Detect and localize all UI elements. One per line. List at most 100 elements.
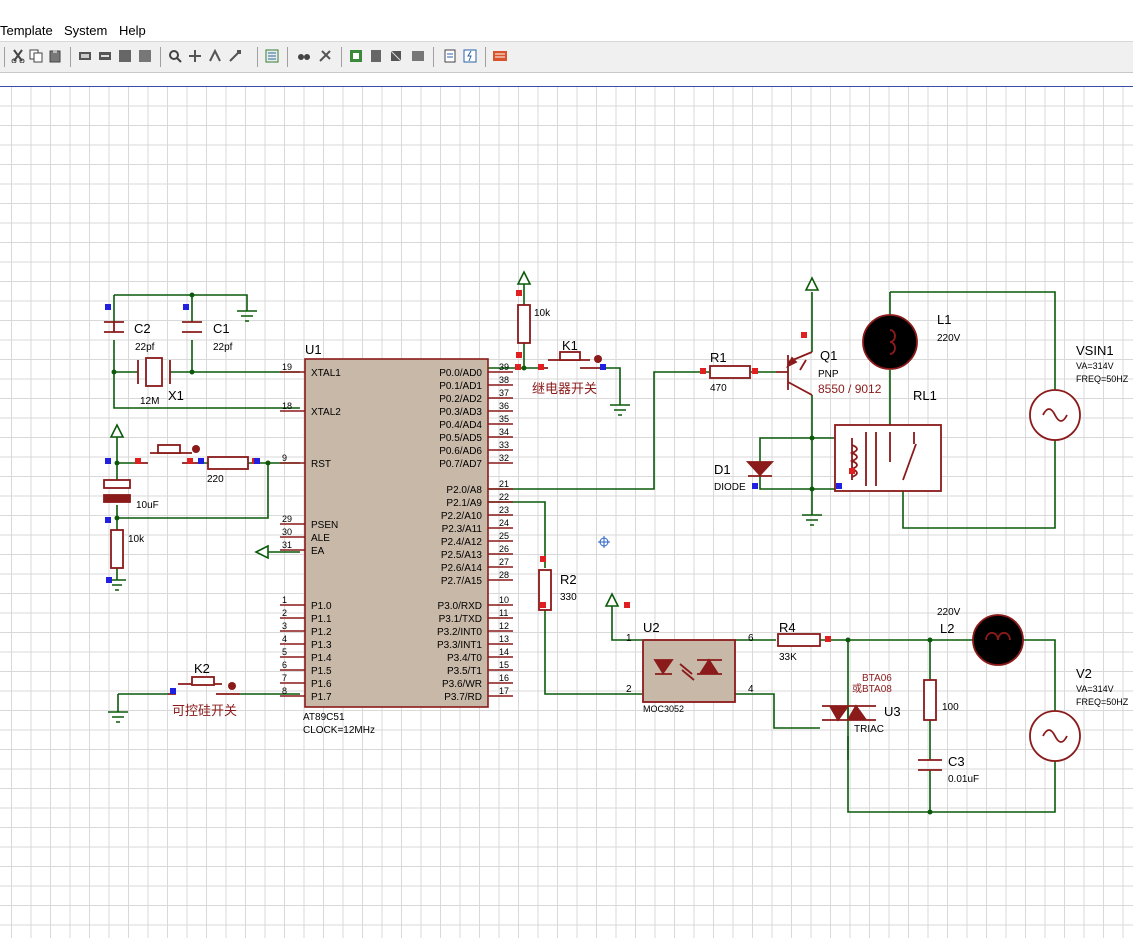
bom-icon[interactable] bbox=[389, 49, 403, 63]
ground-symbols bbox=[108, 310, 822, 723]
u1-pin-number: 31 bbox=[282, 540, 292, 550]
pullup-value: 10k bbox=[534, 308, 551, 319]
pin-marker-blue bbox=[106, 577, 112, 583]
labels: C2 22pf C1 22pf X1 12M 10k K1 继电器开关 220 … bbox=[128, 308, 1129, 785]
u1-pin-number: 1 bbox=[282, 595, 287, 605]
u1-pin-number: 37 bbox=[499, 388, 509, 398]
u1-pin-number: 36 bbox=[499, 401, 509, 411]
x1-value: 12M bbox=[140, 396, 159, 407]
find-icon[interactable] bbox=[297, 49, 311, 63]
pin-marker-red bbox=[187, 458, 193, 464]
make-device-icon[interactable] bbox=[349, 49, 363, 63]
u1-pin-number: 19 bbox=[282, 362, 292, 372]
zoom-icon[interactable] bbox=[168, 49, 182, 63]
pin-marker-red bbox=[540, 602, 546, 608]
pin-marker-blue bbox=[836, 483, 842, 489]
u1-pin-name: P1.0 bbox=[311, 601, 332, 612]
d1-value: DIODE bbox=[714, 482, 746, 493]
k1-label: 继电器开关 bbox=[532, 381, 597, 396]
pin-marker-red bbox=[538, 364, 544, 370]
packaging-icon[interactable] bbox=[369, 49, 383, 63]
cut-icon[interactable] bbox=[11, 49, 25, 63]
ares-icon[interactable] bbox=[493, 49, 507, 63]
wire-autoroute-icon[interactable] bbox=[188, 49, 202, 63]
u1-pin-number: 39 bbox=[499, 362, 509, 372]
decompose-icon[interactable] bbox=[318, 49, 332, 63]
u1-pin-name: P3.1/TXD bbox=[439, 614, 482, 625]
u1-pin-number: 6 bbox=[282, 660, 287, 670]
u1-pin-name: P1.5 bbox=[311, 666, 332, 677]
block-copy-icon[interactable] bbox=[78, 49, 92, 63]
u1-pin-name: P0.7/AD7 bbox=[439, 459, 482, 470]
u1-pin-name: P3.7/RD bbox=[444, 692, 482, 703]
u1-pin-name: P3.4/T0 bbox=[447, 653, 482, 664]
u1-pin-name: P1.4 bbox=[311, 653, 332, 664]
u1-pin-name: P1.3 bbox=[311, 640, 332, 651]
u1-pin-name: P1.7 bbox=[311, 692, 332, 703]
u1-pin-number: 2 bbox=[282, 608, 287, 618]
u3-type: TRIAC bbox=[854, 724, 884, 735]
toolbar bbox=[0, 41, 1133, 73]
u1-pin-name: P2.0/A8 bbox=[446, 485, 482, 496]
netlist-icon[interactable] bbox=[411, 49, 425, 63]
r1-ref: R1 bbox=[710, 350, 727, 365]
pin-marker-red bbox=[515, 364, 521, 370]
u2-pin4: 4 bbox=[748, 684, 754, 695]
c3-value: 0.01uF bbox=[948, 774, 979, 785]
pin-marker-red bbox=[849, 468, 855, 474]
c3-ref: C3 bbox=[948, 754, 965, 769]
pin-marker-red bbox=[624, 602, 630, 608]
pin-marker-red bbox=[516, 352, 522, 358]
u1-pin-number: 27 bbox=[499, 557, 509, 567]
v2-freq: FREQ=50HZ bbox=[1076, 697, 1129, 707]
u1-pin-name: RST bbox=[311, 459, 331, 470]
pin-marker-blue bbox=[198, 458, 204, 464]
q1-ref: Q1 bbox=[820, 348, 837, 363]
u1-pin-name: PSEN bbox=[311, 520, 338, 531]
u1-pin-number: 3 bbox=[282, 621, 287, 631]
design-explorer-icon[interactable] bbox=[265, 49, 279, 63]
u1-pin-number: 17 bbox=[499, 686, 509, 696]
u3-value2: 或BTA08 bbox=[852, 683, 892, 695]
u3-ref: U3 bbox=[884, 704, 901, 719]
copy-icon[interactable] bbox=[29, 49, 43, 63]
menu-help[interactable]: Help bbox=[119, 23, 146, 38]
r100-value: 100 bbox=[942, 702, 959, 713]
search-icon[interactable] bbox=[208, 49, 222, 63]
u1-pin-name: P0.3/AD3 bbox=[439, 407, 482, 418]
block-rotate-icon[interactable] bbox=[118, 49, 132, 63]
lightning-icon[interactable] bbox=[463, 49, 477, 63]
erc-icon[interactable] bbox=[443, 49, 457, 63]
u1-pin-number: 22 bbox=[499, 492, 509, 502]
u1-chip[interactable]: U1 AT89C51 CLOCK=12MHz 19XTAL118XTAL29RS… bbox=[280, 342, 513, 736]
u1-pin-number: 5 bbox=[282, 647, 287, 657]
menu-system[interactable]: System bbox=[64, 23, 108, 38]
paste-icon[interactable] bbox=[48, 49, 62, 63]
u1-pin-name: P1.6 bbox=[311, 679, 332, 690]
l2-value: 220V bbox=[937, 607, 961, 618]
u1-pin-name: P0.5/AD5 bbox=[439, 433, 482, 444]
u1-pin-name: P2.5/A13 bbox=[441, 550, 483, 561]
u1-pin-name: P2.1/A9 bbox=[446, 498, 482, 509]
u1-pin-number: 24 bbox=[499, 518, 509, 528]
pin-marker-blue bbox=[105, 304, 111, 310]
rl1-ref: RL1 bbox=[913, 388, 937, 403]
block-delete-icon[interactable] bbox=[138, 49, 152, 63]
u1-pin-name: P0.6/AD6 bbox=[439, 446, 482, 457]
rrst2-value: 10k bbox=[128, 534, 145, 545]
switch-knobs bbox=[192, 355, 602, 690]
r1-value: 470 bbox=[710, 383, 727, 394]
u1-pin-name: XTAL1 bbox=[311, 368, 341, 379]
schematic-canvas[interactable] bbox=[0, 86, 1133, 938]
u1-pin-number: 33 bbox=[499, 440, 509, 450]
r4-value: 33K bbox=[779, 652, 797, 663]
menu-template[interactable]: Template bbox=[0, 23, 53, 38]
property-icon[interactable] bbox=[228, 49, 242, 63]
block-move-icon[interactable] bbox=[98, 49, 112, 63]
q1-value: 8550 / 9012 bbox=[818, 382, 882, 396]
u1-pin-number: 15 bbox=[499, 660, 509, 670]
pin-marker-red bbox=[752, 368, 758, 374]
l1-ref: L1 bbox=[937, 312, 951, 327]
u1-pin-name: P3.3/INT1 bbox=[437, 640, 482, 651]
